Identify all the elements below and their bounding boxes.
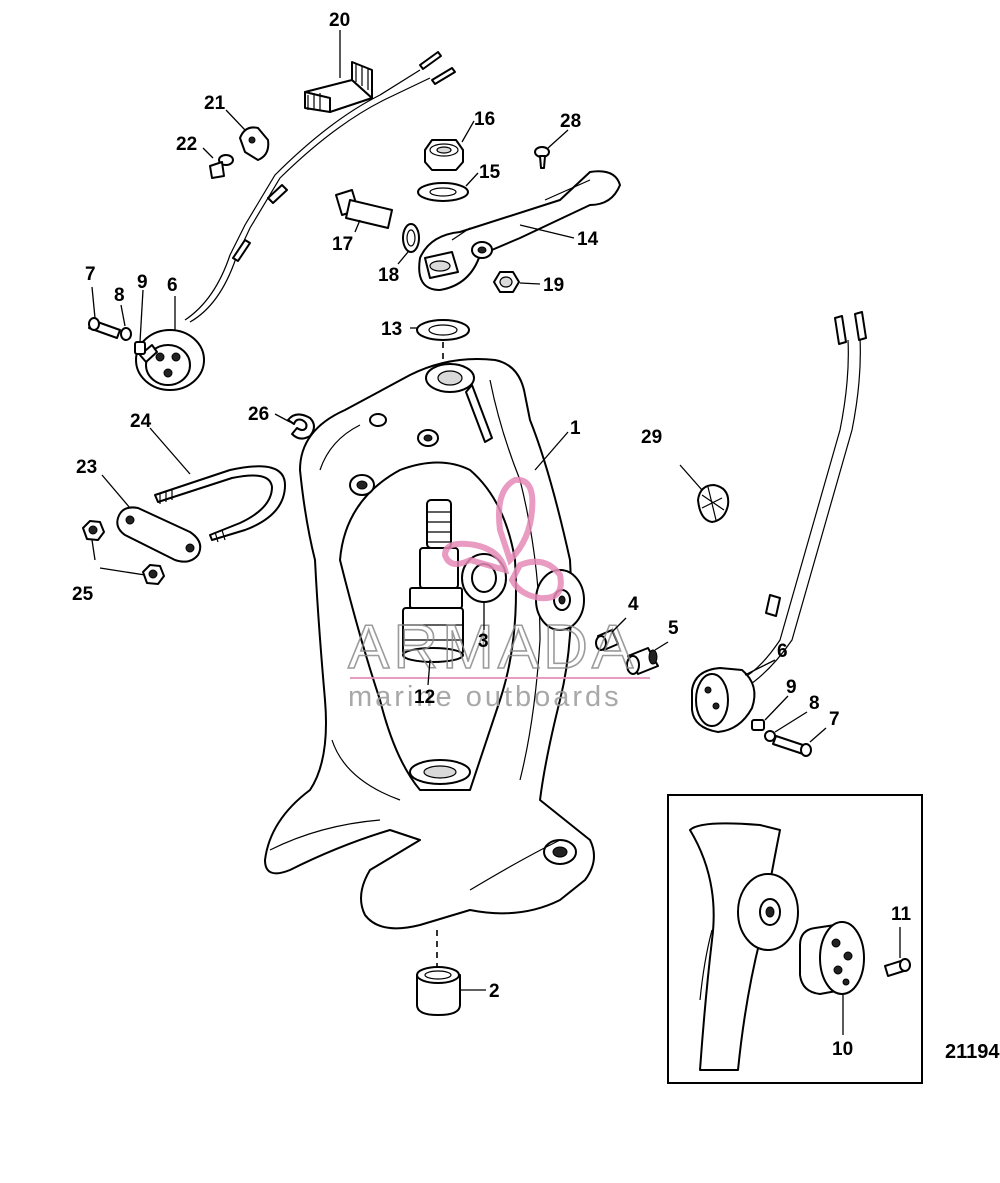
callout-labels: 1 2 3 4 5 6 6 7 7 8 8 9 9 10 11 12 13 14…	[72, 10, 912, 1060]
screw-7-right-part	[772, 735, 812, 757]
watermark-tagline: marine outboards	[348, 681, 622, 713]
nut-25-lower-part	[142, 564, 165, 585]
steering-arm-part	[418, 170, 621, 291]
bushing-5-part	[626, 647, 659, 675]
callout-9-right: 9	[786, 677, 797, 698]
nut-25-upper-part	[82, 520, 105, 541]
callout-23: 23	[76, 457, 97, 478]
washer-18-part	[402, 223, 420, 253]
watermark-brand: ARMADA	[348, 613, 637, 682]
callout-9-left: 9	[137, 272, 148, 293]
cable-clamp-part	[697, 484, 730, 523]
callout-10: 10	[832, 1039, 853, 1060]
washer-13-part	[416, 319, 470, 365]
callout-1: 1	[570, 418, 581, 439]
callout-11: 11	[891, 904, 912, 925]
plate-21-part	[239, 126, 270, 161]
callout-8-right: 8	[809, 693, 820, 714]
screw-28-part	[534, 146, 550, 169]
callout-6-left: 6	[167, 275, 178, 296]
u-bolt-part	[154, 465, 286, 543]
callout-24: 24	[130, 411, 152, 432]
washer-15-part	[417, 182, 469, 202]
pin-4-part	[595, 629, 619, 651]
clip-26-part	[287, 413, 315, 440]
callout-8-left: 8	[114, 285, 125, 306]
callout-15: 15	[479, 162, 501, 183]
callout-7-left: 7	[85, 264, 96, 285]
callout-18: 18	[378, 265, 399, 286]
inset-detail	[667, 794, 923, 1084]
callout-26: 26	[248, 404, 269, 425]
callout-13: 13	[381, 319, 402, 340]
callout-19: 19	[543, 275, 564, 296]
callout-6-right: 6	[777, 641, 788, 662]
callout-12: 12	[414, 687, 435, 708]
bolt-17-part	[335, 189, 393, 229]
bottom-bushing-part	[416, 930, 461, 1016]
callout-16: 16	[474, 109, 495, 130]
callout-25: 25	[72, 584, 94, 605]
watermark: ARMADA marine outboards	[347, 476, 650, 713]
screw-22-part	[209, 154, 234, 179]
callout-4: 4	[628, 594, 639, 615]
nut-19-part	[493, 271, 520, 293]
callout-2: 2	[489, 981, 500, 1002]
locknut-16-part	[424, 139, 464, 171]
trim-sender-right-part	[691, 311, 867, 733]
callout-5: 5	[668, 618, 679, 639]
callout-20: 20	[329, 10, 350, 31]
leader-lines	[91, 30, 901, 1035]
harness-clip-part	[304, 61, 373, 113]
callout-17: 17	[332, 234, 353, 255]
callout-7-right: 7	[829, 709, 840, 730]
callout-3: 3	[478, 631, 489, 652]
screw-7-left-part	[88, 317, 121, 339]
callout-21: 21	[204, 93, 226, 114]
washer-8-left-part	[120, 327, 132, 341]
bushing-9-right-part	[751, 719, 765, 731]
plate-23-part	[116, 506, 202, 563]
washer-8-right-part	[764, 730, 776, 742]
figure-id: 21194	[945, 1041, 1000, 1063]
trim-sender-left-part	[135, 51, 456, 391]
callout-28: 28	[560, 111, 581, 132]
bushing-9-left-part	[134, 341, 146, 355]
callout-22: 22	[176, 134, 197, 155]
callout-14: 14	[577, 229, 599, 250]
callout-29: 29	[641, 427, 662, 448]
propeller-logo	[441, 476, 564, 602]
